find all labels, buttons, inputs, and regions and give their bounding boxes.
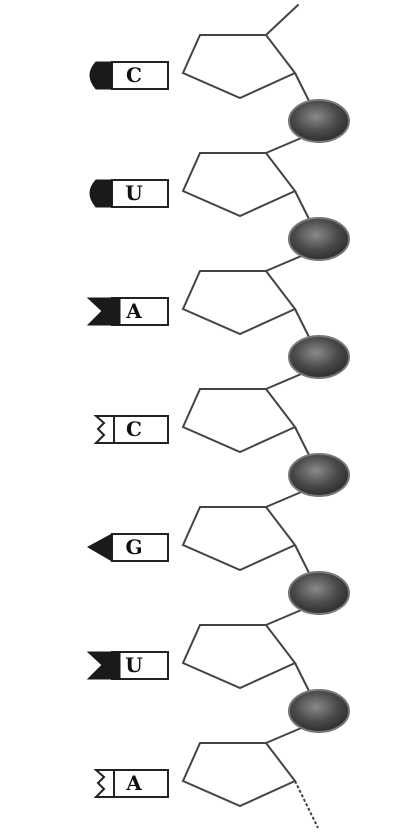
base-letter: U: [125, 653, 142, 677]
base-label-box: [111, 415, 169, 444]
base-tag: A: [86, 297, 169, 326]
nucleotide: A: [86, 270, 350, 379]
base-shape-notch: [86, 297, 121, 326]
base-shape-point: [86, 533, 113, 562]
base-letter: C: [126, 417, 142, 441]
nucleotide: C: [93, 388, 350, 497]
sugar-pentagon: [181, 506, 297, 572]
phosphate-group: [288, 571, 350, 615]
sugar-pentagon: [181, 624, 297, 690]
backbone-segment: [294, 780, 319, 829]
nucleotide: A: [93, 742, 297, 808]
base-tag: A: [93, 769, 169, 798]
sugar-pentagon: [181, 388, 297, 454]
phosphate-group: [288, 99, 350, 143]
base-letter: A: [125, 299, 142, 323]
base-label-box: [111, 179, 169, 208]
base-label-box: [111, 651, 169, 680]
backbone-segment: [265, 4, 299, 36]
phosphate-group: [288, 453, 350, 497]
sugar-pentagon: [181, 270, 297, 336]
sugar-pentagon: [181, 742, 297, 808]
base-shape-zigzag: [93, 769, 115, 798]
base-letter: U: [125, 181, 142, 205]
base-label-box: [111, 533, 169, 562]
nucleotide: U: [89, 152, 350, 261]
base-letter: C: [126, 63, 142, 87]
nucleotide: G: [86, 506, 350, 615]
base-tag: C: [93, 415, 169, 444]
base-tag: G: [86, 533, 169, 562]
base-shape-zigzag: [93, 415, 115, 444]
nucleotide: U: [86, 624, 350, 733]
base-shape-round: [89, 179, 113, 208]
base-shape-round: [89, 61, 113, 90]
base-shape-notch: [86, 651, 121, 680]
phosphate-group: [288, 217, 350, 261]
base-label-box: [111, 769, 169, 798]
base-tag: C: [89, 61, 169, 90]
sugar-pentagon: [181, 152, 297, 218]
phosphate-group: [288, 689, 350, 733]
sugar-pentagon: [181, 34, 297, 100]
base-letter: A: [125, 771, 142, 795]
base-tag: U: [89, 179, 169, 208]
nucleotide: C: [89, 34, 350, 143]
nucleotide-list: C U A C G U A: [86, 34, 350, 808]
base-letter: G: [125, 535, 142, 559]
phosphate-group: [288, 335, 350, 379]
base-tag: U: [86, 651, 169, 680]
